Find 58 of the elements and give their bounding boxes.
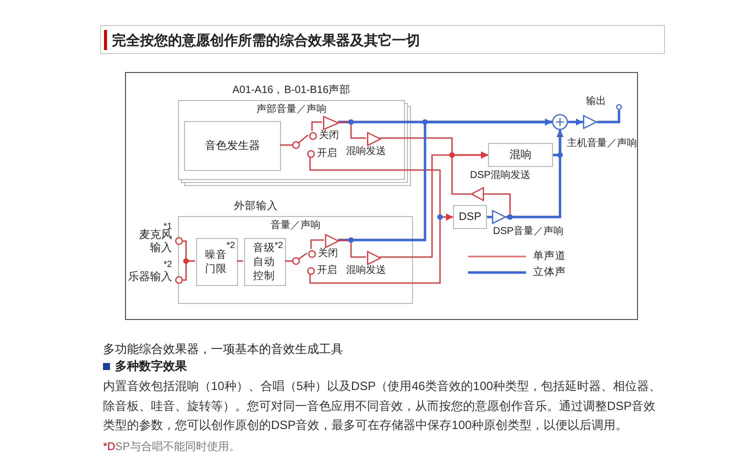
signal-line (285, 252, 308, 262)
panel-heading: 外部输入 (234, 200, 278, 213)
amplifier-triangle (583, 115, 597, 129)
box-label: 噪音门限 (205, 248, 227, 276)
summing-junction (552, 114, 568, 130)
signal-line (484, 193, 511, 218)
amplifier-triangle (471, 187, 484, 201)
signal-line (183, 260, 195, 281)
output-terminal (616, 104, 622, 110)
signal-caption: DSP混响发送 (470, 170, 531, 182)
switch-label: 关闭 (319, 130, 339, 142)
signal-arrow (338, 118, 552, 242)
signal-caption: 输出 (586, 96, 606, 108)
signal-line (338, 121, 366, 139)
body-paragraph: 内置音效包括混响（10种）、合唱（5种）以及DSP（使用46类音效的100种类型，包括延时器、相位器、除音板、哇音、旋转等）。您可对同一音色应用不同音效，从而按您的意愿创作音乐。通过调整DSP音效类型的参数，您可以创作原创的DSP音效，最多可在存储器中保存100种原创类型，以便以后调用。 (103, 378, 662, 434)
amplifier-triangle (492, 210, 506, 224)
panel-subheading: 音量／声响 (270, 220, 320, 232)
input-label: 麦克风输入 (138, 229, 172, 255)
switch-label: 关闭 (318, 248, 338, 260)
box-label: 音级自动控制 (253, 242, 275, 283)
signal-arrow (506, 130, 564, 218)
signal-line (338, 239, 366, 258)
process-box: 混响 (488, 143, 553, 167)
process-box: 音色发生器 (184, 121, 281, 171)
signal-arrow (451, 152, 488, 195)
legend-label: 立体声 (533, 266, 566, 279)
amplifier-triangle (367, 132, 381, 146)
signal-caption: 主机音量／声响 (567, 138, 637, 150)
signal-line (280, 134, 308, 146)
tagline: 多功能综合效果器，一项基本的音效生成工具 (103, 341, 343, 357)
legend-label: 单声道 (533, 250, 566, 263)
amplifier-triangle (367, 251, 381, 265)
switch-label: 开启 (317, 265, 337, 277)
amplifier-triangle (325, 234, 339, 248)
signal-arrow (568, 118, 583, 126)
switch-label: 开启 (317, 148, 337, 160)
signal-line (310, 239, 324, 249)
footnote-mark: *2 (163, 259, 172, 269)
amplifier-triangle (323, 116, 339, 130)
signal-line (237, 260, 243, 262)
signal-line (311, 121, 322, 131)
signal-line (597, 110, 620, 124)
section-heading: 多种数字效果 (115, 358, 187, 374)
process-box (244, 238, 286, 286)
input-label: 乐器输入 (128, 271, 172, 284)
signal-line (487, 216, 492, 218)
process-box: DSP (453, 205, 487, 229)
process-box (196, 238, 238, 286)
footnote-mark: *2 (226, 240, 235, 250)
footnote-mark: *2 (274, 240, 283, 250)
page-title: 完全按您的意愿创作所需的综合效果器及其它一切 (112, 31, 420, 49)
signal-arrow (309, 214, 453, 284)
signal-caption: 混响发送 (346, 146, 386, 158)
footnote-text: *DSP与合唱不能同时使用。 (103, 440, 240, 454)
panel-heading: A01-A16，B-01-B16声部 (232, 84, 351, 97)
signal-caption: 混响发送 (346, 265, 386, 277)
panel-subheading: 声部音量／声响 (256, 104, 326, 116)
signal-caption: DSP音量／声响 (493, 226, 564, 238)
